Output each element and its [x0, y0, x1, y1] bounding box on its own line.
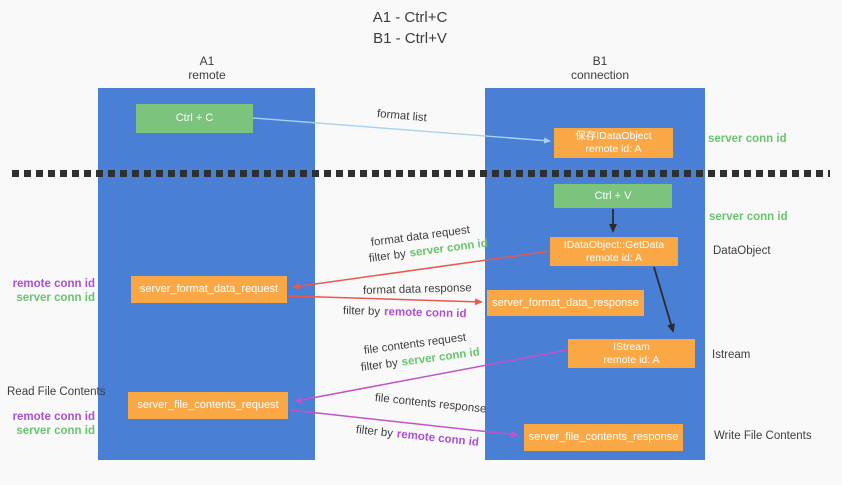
node-server-format-data-request: server_format_data_request — [131, 276, 287, 303]
lane-b1-role: connection — [570, 68, 630, 82]
node-idataobject-getdata: IDataObject::GetData remote id: A — [550, 237, 678, 266]
save-dataobject-line1: 保存IDataObject — [575, 130, 652, 142]
getdata-line1: IDataObject::GetData — [563, 238, 665, 251]
remote-conn-id-text: remote conn id — [383, 306, 467, 321]
ctrl-v-label: Ctrl + V — [594, 189, 632, 202]
istream-line1: IStream — [613, 340, 650, 353]
phase-divider-dashed-line — [12, 170, 830, 177]
label-read-file-contents: Read File Contents — [7, 386, 106, 398]
node-save-dataobject: 保存IDataObject remote id: A — [554, 128, 673, 158]
label-remote-conn-id-1: remote conn id — [12, 278, 95, 290]
lane-header-b1: B1 connection — [540, 54, 660, 82]
ctrl-c-label: Ctrl + C — [175, 112, 214, 124]
conn-id-pair-format: remote conn id server conn id — [0, 277, 95, 305]
arrow-format-data-response — [287, 295, 483, 306]
label-istream: Istream — [712, 349, 751, 361]
label-write-file-contents: Write File Contents — [714, 430, 812, 442]
getdata-line2: remote id: A — [585, 251, 643, 264]
lane-a1-name: A1 — [199, 54, 215, 68]
remote-conn-id-text: remote conn id — [396, 428, 480, 449]
label-server-conn-id-top: server conn id — [708, 133, 787, 145]
filter-by-text: filter by — [355, 424, 394, 440]
title-line-2: B1 - Ctrl+V — [373, 30, 447, 47]
server-file-contents-response-label: server_file_contents_response — [528, 431, 679, 443]
lane-a1-role: remote — [188, 68, 226, 82]
label-server-conn-id-mid: server conn id — [709, 211, 788, 223]
istream-line2: remote id: A — [603, 353, 660, 366]
server-file-contents-request-label: server_file_contents_request — [137, 399, 279, 411]
node-ctrl-v: Ctrl + V — [554, 184, 672, 208]
node-server-format-data-response: server_format_data_response — [487, 290, 644, 316]
server-format-data-response-label: server_format_data_response — [492, 296, 639, 309]
arrow-label-format-data-response: format data response — [362, 282, 472, 297]
conn-id-pair-file: remote conn id server conn id — [0, 410, 95, 438]
label-server-conn-id-2: server conn id — [16, 425, 95, 437]
node-server-file-contents-request: server_file_contents_request — [128, 392, 288, 419]
diagram-title: A1 - Ctrl+C B1 - Ctrl+V — [310, 7, 510, 49]
lane-header-a1: A1 remote — [147, 54, 267, 82]
save-dataobject-line2: remote id: A — [585, 143, 642, 155]
server-format-data-request-label: server_format_data_request — [139, 283, 279, 295]
title-line-1: A1 - Ctrl+C — [372, 9, 448, 26]
filter-by-text: filter by — [368, 248, 407, 265]
filter-by-text: filter by — [360, 357, 399, 374]
label-server-conn-id-1: server conn id — [16, 292, 95, 304]
label-remote-conn-id-2: remote conn id — [12, 411, 95, 423]
arrow-label-format-list: format list — [376, 108, 428, 125]
lane-b1-name: B1 — [592, 54, 608, 68]
label-dataobject: DataObject — [713, 245, 771, 257]
node-ctrl-c: Ctrl + C — [136, 104, 253, 133]
node-server-file-contents-response: server_file_contents_response — [524, 424, 683, 451]
node-istream: IStream remote id: A — [568, 339, 695, 368]
filter-by-text: filter by — [342, 305, 381, 318]
arrow-label-file-contents-response: file contents response — [374, 392, 487, 416]
